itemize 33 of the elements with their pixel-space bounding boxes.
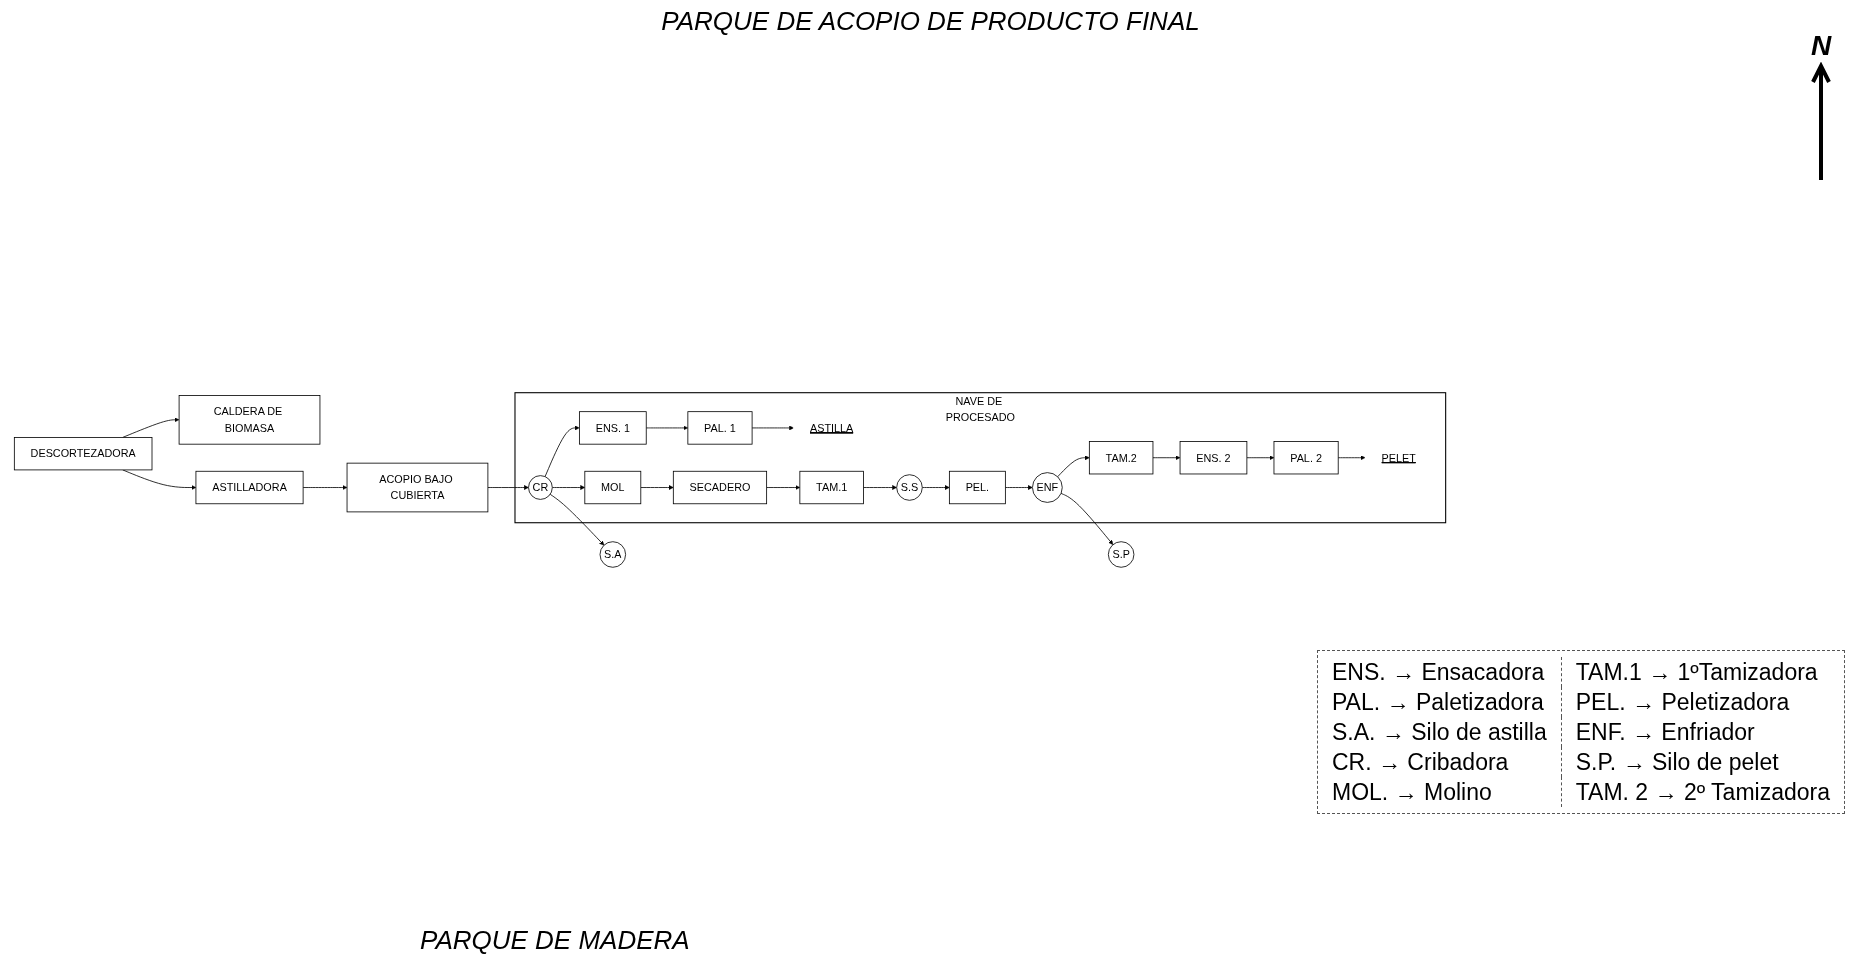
node-box: MOL bbox=[584, 470, 642, 505]
node-box: TAM.1 bbox=[799, 470, 864, 505]
legend-entry: CR. → Cribadora bbox=[1318, 747, 1562, 777]
area-label: PARQUE DE ACOPIO DE PRODUCTO FINAL bbox=[661, 6, 1200, 36]
legend-entry: S.P. → Silo de pelet bbox=[1574, 748, 1780, 777]
node-circle: S.S bbox=[896, 474, 923, 501]
legend-entry: TAM.1 → 1ºTamizadora bbox=[1574, 658, 1819, 687]
node-box: ENS. 2 bbox=[1179, 441, 1248, 475]
node-circle: ENF bbox=[1032, 472, 1063, 503]
node-text: PELET bbox=[1381, 451, 1416, 464]
node-box: ACOPIO BAJO CUBIERTA bbox=[346, 462, 489, 513]
node-circle: S.A bbox=[599, 541, 626, 568]
legend-entry: ENF. → Enfriador bbox=[1574, 718, 1756, 747]
node-box: DESCORTEZADORA bbox=[13, 437, 153, 471]
legend-entry: ENS. → Ensacadora bbox=[1318, 657, 1562, 687]
legend-entry: PAL. → Paletizadora bbox=[1318, 687, 1562, 717]
node-box: PEL. bbox=[948, 470, 1006, 505]
node-box: TAM.2 bbox=[1088, 441, 1154, 475]
node-box: CALDERA DE BIOMASA bbox=[178, 395, 321, 445]
node-box: PAL. 1 bbox=[687, 411, 753, 445]
north-label: N bbox=[1810, 30, 1832, 62]
node-box: ENS. 1 bbox=[579, 411, 647, 445]
legend-entry: PEL. → Peletizadora bbox=[1574, 688, 1791, 717]
node-box: ASTILLADORA bbox=[195, 470, 304, 505]
node-circle: CR bbox=[528, 475, 553, 500]
node-circle: S.P bbox=[1107, 541, 1135, 568]
node-box: PAL. 2 bbox=[1273, 441, 1339, 475]
node-text: ASTILLA bbox=[809, 421, 854, 434]
node-box: SECADERO bbox=[672, 470, 768, 505]
legend-entry: S.A. → Silo de astilla bbox=[1318, 717, 1562, 747]
legend-entry: MOL. → Molino bbox=[1318, 777, 1562, 807]
legend-entry: TAM. 2 → 2º Tamizadora bbox=[1574, 778, 1831, 807]
area-label: PARQUE DE MADERA bbox=[420, 925, 690, 955]
